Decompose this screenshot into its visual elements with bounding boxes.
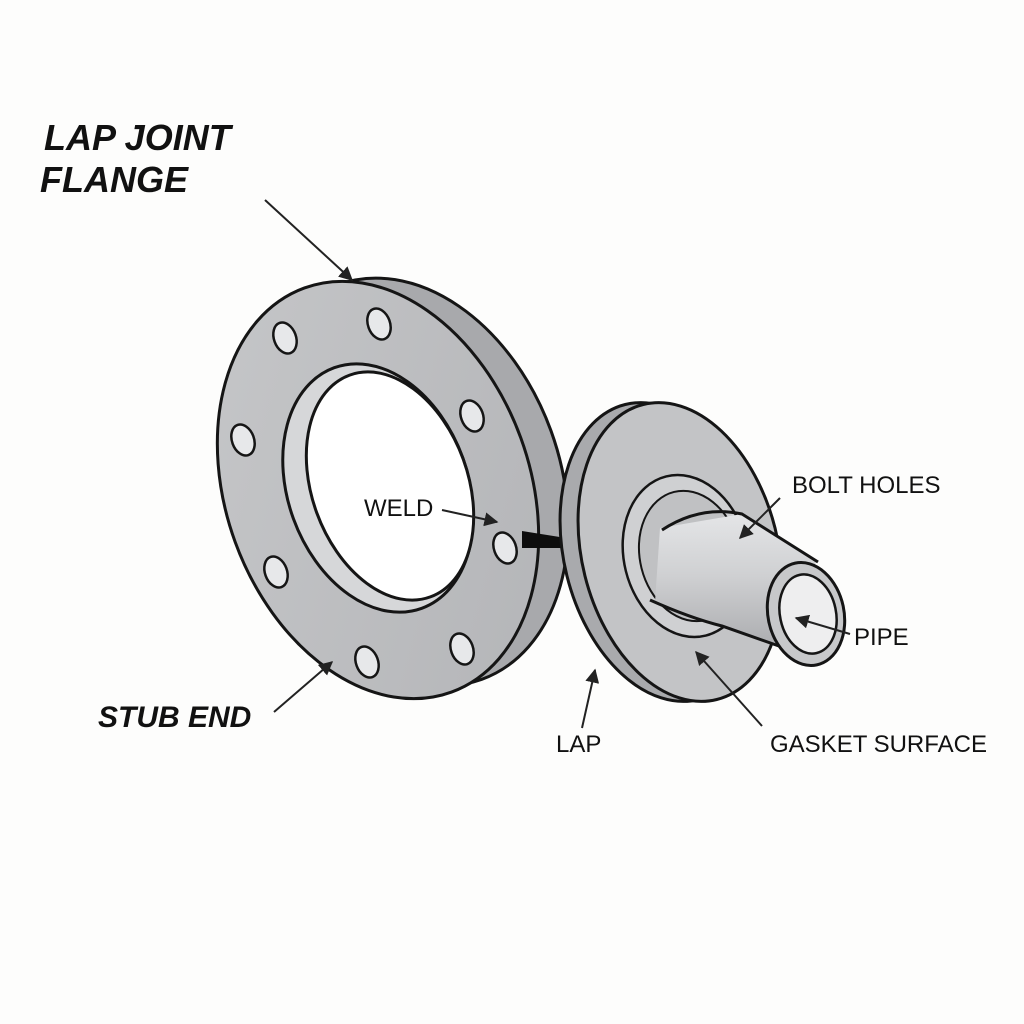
leader-title <box>264 199 354 281</box>
bolt-hole <box>459 399 485 433</box>
gasket-surface-label: GASKET SURFACE <box>770 731 987 758</box>
weld-label: WELD <box>364 495 433 522</box>
bolt-hole <box>354 645 380 679</box>
pipe-label: PIPE <box>854 624 909 651</box>
leader-pipe <box>794 614 851 635</box>
bolt-hole <box>449 632 475 666</box>
stub-end-assembly <box>558 401 847 703</box>
bolt-hole <box>492 531 518 565</box>
bolt-hole <box>230 423 256 457</box>
bolt-holes-label: BOLT HOLES <box>792 472 941 499</box>
leader-lines <box>264 199 851 729</box>
bolt-hole <box>263 555 289 589</box>
labels: LAP JOINT FLANGE WELD STUB END BOLT HOLE… <box>40 117 987 758</box>
pipe-body-outline <box>649 510 819 654</box>
flange-ring <box>215 276 570 701</box>
lap-label: LAP <box>556 731 601 758</box>
weld-bead <box>522 531 566 548</box>
stub-end-label: STUB END <box>98 701 251 734</box>
title-line-2: FLANGE <box>40 159 189 200</box>
leader-bolt-holes <box>739 497 781 539</box>
flange-bore <box>304 370 476 602</box>
leader-stub-end <box>273 661 334 713</box>
leader-gasket-surface <box>695 650 763 727</box>
title-line-1: LAP JOINT <box>44 117 234 158</box>
bolt-hole <box>366 307 392 341</box>
leader-weld <box>441 509 499 527</box>
flange-bolt-holes <box>230 307 518 679</box>
bolt-hole <box>272 321 298 355</box>
pipe-end-inner <box>778 573 838 655</box>
leader-lap <box>581 668 600 729</box>
